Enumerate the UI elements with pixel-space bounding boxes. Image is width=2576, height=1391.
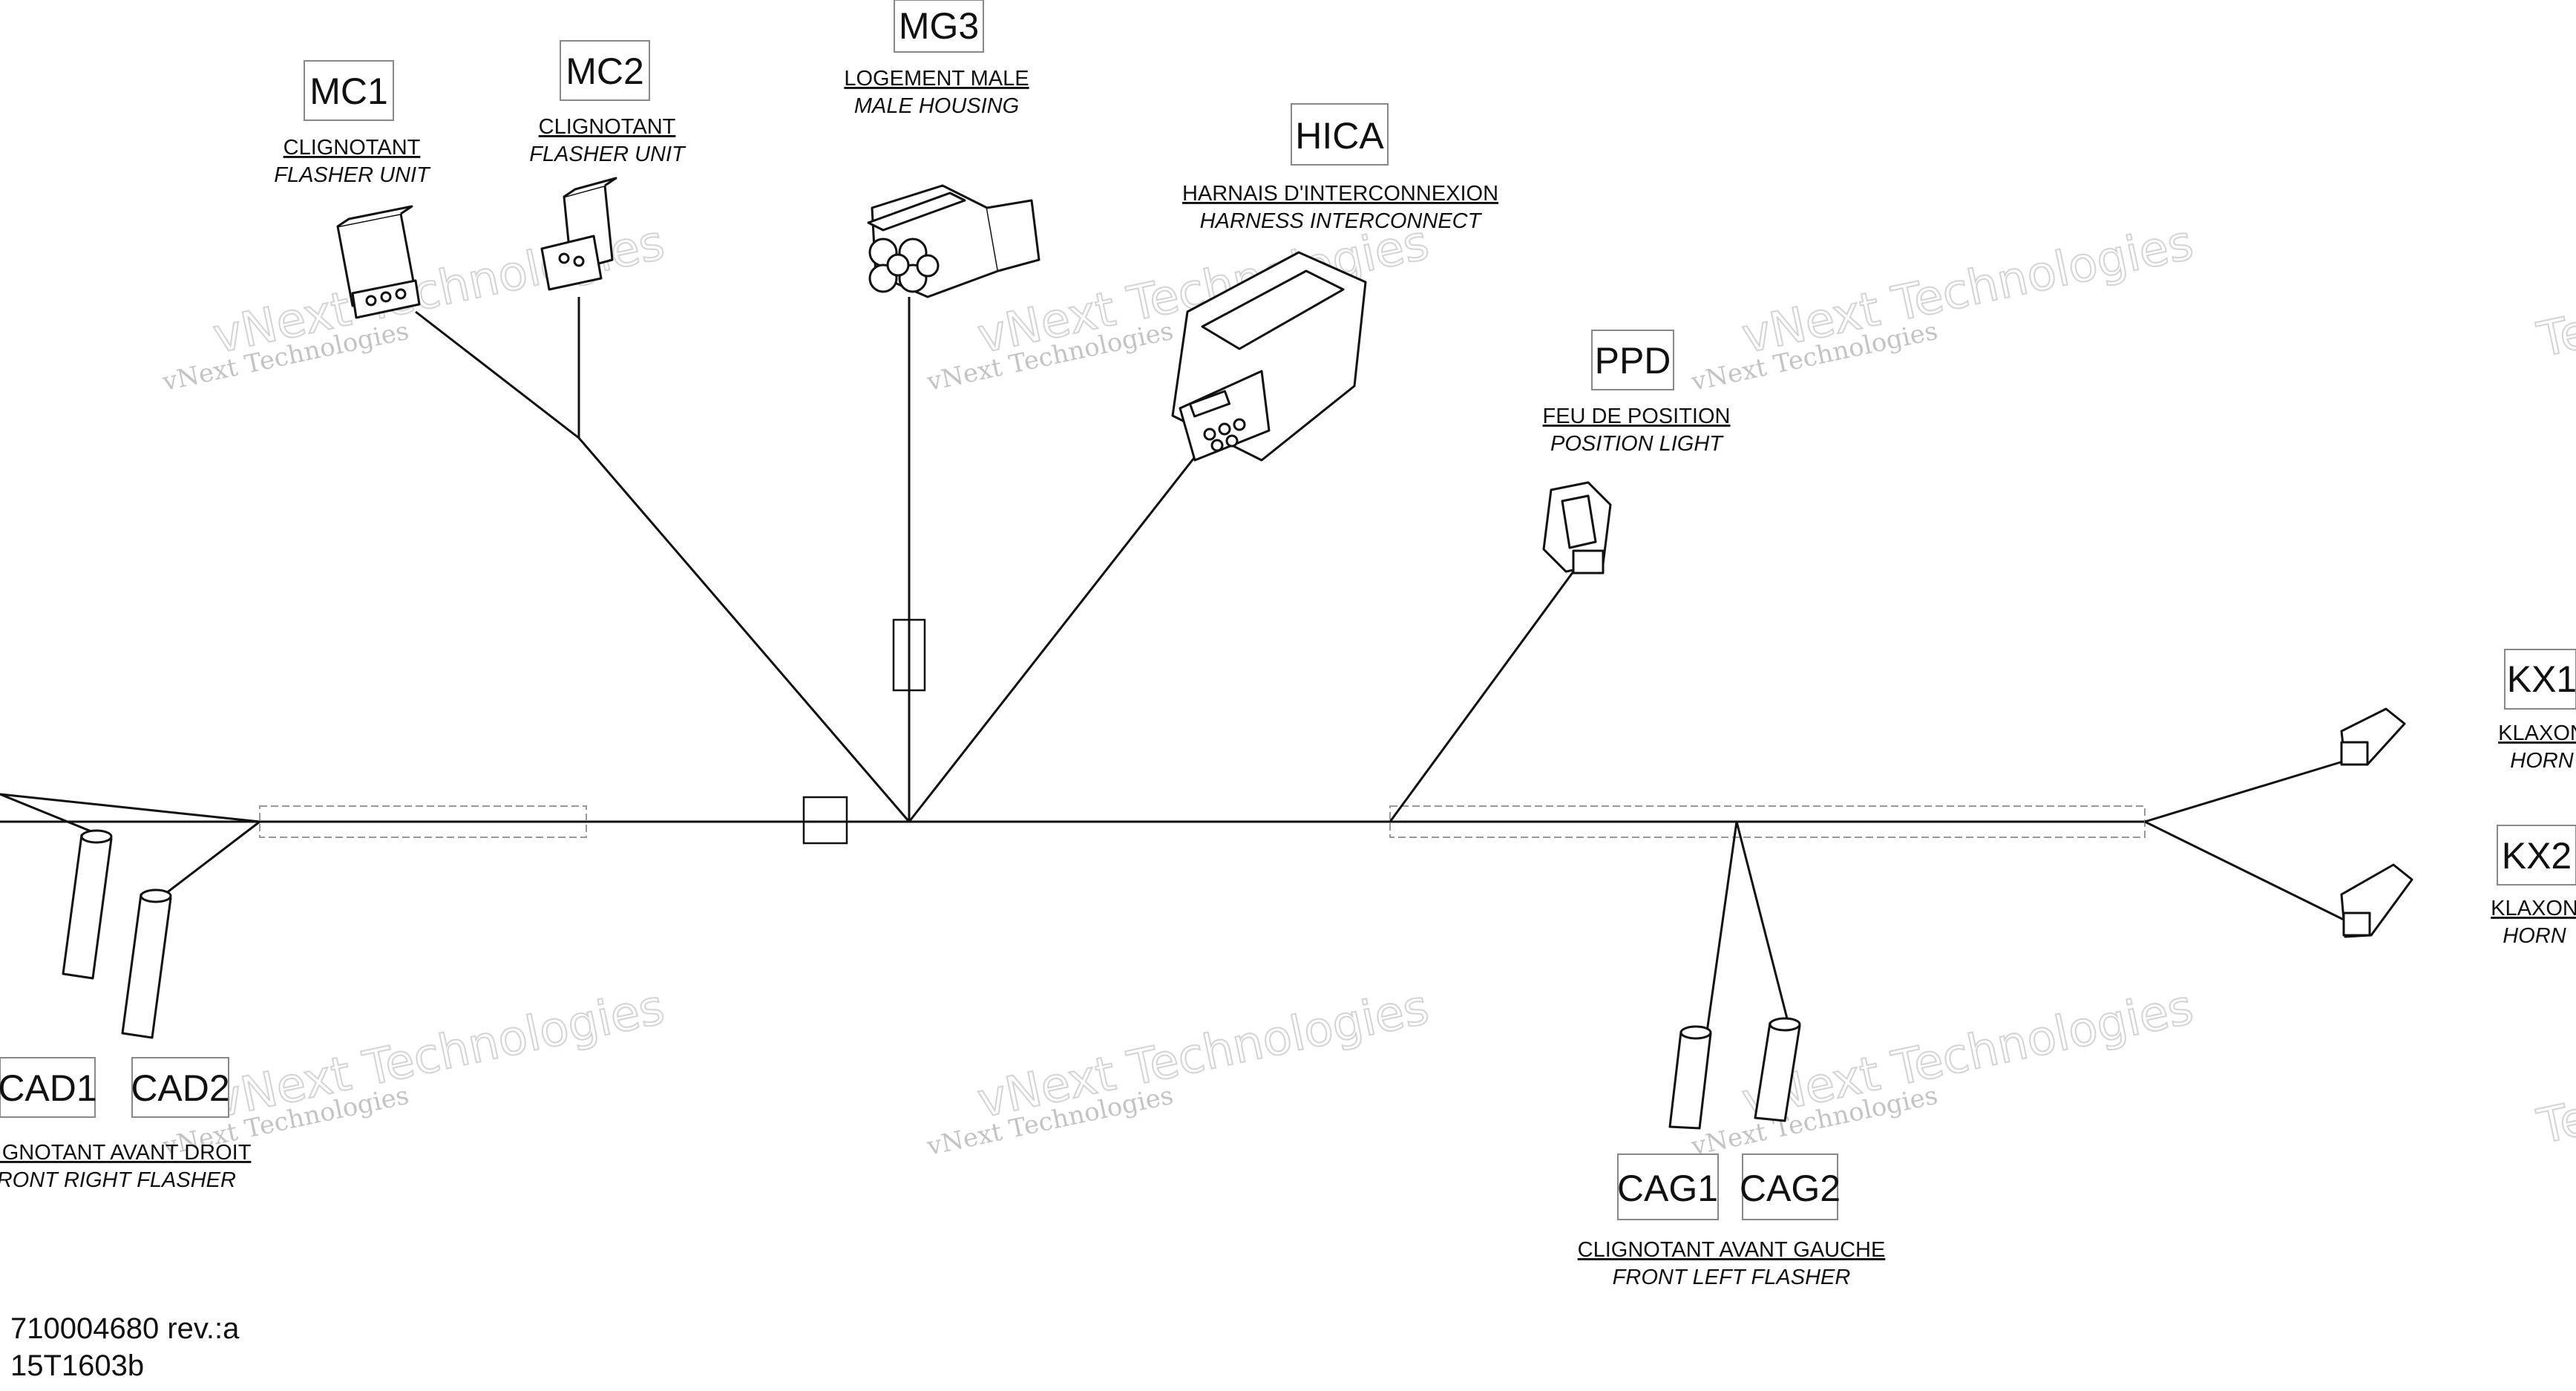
branch-wires — [0, 297, 2346, 1032]
mc2-connector-icon — [540, 177, 617, 291]
cad1-code-box — [0, 1057, 96, 1118]
connectors — [62, 177, 2413, 1130]
ppd-label-en: POSITION LIGHT — [1550, 432, 1724, 456]
mg3-code: MG3 — [899, 5, 979, 47]
mg3-label-fr: LOGEMENT MALE — [844, 67, 1029, 91]
branch-wire — [415, 310, 580, 439]
cag-label-en: FRONT LEFT FLASHER — [1613, 1266, 1851, 1289]
branch-sleeve — [892, 618, 926, 692]
cad2-code: CAD2 — [131, 1067, 229, 1109]
hica-label-en: HARNESS INTERCONNECT — [1200, 209, 1483, 233]
mc2-label-en: FLASHER UNIT — [529, 143, 686, 166]
watermark-text: vNext Technologies — [209, 980, 669, 1129]
label-text: MC1 CLIGNOTANT FLASHER UNIT MC2 CLIGNOTA… — [0, 5, 2576, 1289]
ppd-connector-icon — [1542, 481, 1612, 575]
mc1-label-en: FLASHER UNIT — [274, 163, 431, 187]
mg3-code-box — [894, 0, 984, 53]
ppd-label-fr: FEU DE POSITION — [1543, 405, 1731, 428]
branch-wire — [908, 437, 1211, 822]
kx2-terminal-icon — [2340, 863, 2413, 938]
mc2-code-box — [560, 40, 650, 101]
mg3-connector-icon — [867, 184, 1040, 298]
watermark-text: Technologies — [2533, 251, 2576, 368]
mc2-code: MC2 — [566, 50, 644, 92]
mc1-connector-icon — [336, 205, 421, 319]
ppd-code-box — [1591, 330, 1674, 390]
kx1-code-box — [2504, 649, 2576, 710]
mg3-label-en: MALE HOUSING — [854, 94, 1019, 118]
cad-label-en: FRONT RIGHT FLASHER — [0, 1168, 236, 1192]
hica-connector-icon — [1171, 251, 1367, 462]
branch-wire — [2144, 759, 2346, 823]
kx2-code: KX2 — [2502, 835, 2572, 877]
tape-clamp — [802, 796, 848, 845]
branch-wire — [159, 820, 260, 900]
watermarks: vNext Technologies vNext Technologies vN… — [160, 215, 2576, 1162]
cag-bulb-icons — [1668, 1017, 1801, 1130]
branch-wire — [577, 437, 911, 822]
cag2-code-box — [1742, 1153, 1838, 1220]
kx2-code-box — [2497, 825, 2576, 886]
branch-wire — [1735, 821, 1790, 1025]
kx1-label-en: HORN — [2510, 749, 2573, 773]
ppd-code: PPD — [1595, 340, 1671, 382]
watermark-text: vNext Technologies — [1737, 980, 2198, 1129]
mc1-code: MC1 — [309, 71, 388, 112]
watermark-text: vNext Technologies — [973, 980, 1433, 1129]
hica-code: HICA — [1295, 115, 1384, 157]
harness-trunk — [0, 796, 2146, 845]
kx2-label-en: HORN — [2503, 924, 2566, 948]
watermark-text: vNext Technologies — [1737, 215, 2198, 364]
cad-label-fr: CLIGNOTANT AVANT DROIT — [0, 1141, 252, 1165]
part-number: 710004680 rev.:a — [10, 1312, 240, 1345]
cag2-code: CAG2 — [1740, 1168, 1841, 1209]
cad2-code-box — [131, 1057, 229, 1118]
branch-wire — [0, 793, 101, 837]
kx2-label-fr: KLAXON — [2491, 897, 2576, 920]
cag1-code-box — [1617, 1153, 1719, 1220]
watermark-text: Technologies — [2533, 1038, 2576, 1155]
cag1-code: CAG1 — [1617, 1168, 1718, 1209]
hica-code-box — [1291, 103, 1389, 166]
mc1-label-fr: CLIGNOTANT — [284, 136, 421, 160]
kx1-code: KX1 — [2507, 658, 2576, 700]
branch-wire — [1389, 571, 1575, 822]
branch-wire — [0, 793, 260, 823]
kx1-label-fr: KLAXON — [2498, 721, 2576, 745]
mc1-code-box — [304, 60, 394, 121]
cad1-code: CAD1 — [0, 1067, 97, 1109]
cad-bulb-icons — [62, 829, 172, 1039]
label-boxes — [0, 0, 2576, 1220]
kx1-terminal-icon — [2340, 707, 2406, 766]
branch-wire — [2144, 820, 2346, 922]
branch-wire — [1705, 821, 1738, 1032]
cag-label-fr: CLIGNOTANT AVANT GAUCHE — [1578, 1238, 1886, 1262]
hica-label-fr: HARNAIS D'INTERCONNEXION — [1182, 182, 1498, 206]
drawing-id: 15T1603b — [10, 1349, 145, 1382]
protective-sleeve — [259, 805, 587, 838]
mc2-label-fr: CLIGNOTANT — [539, 115, 676, 139]
